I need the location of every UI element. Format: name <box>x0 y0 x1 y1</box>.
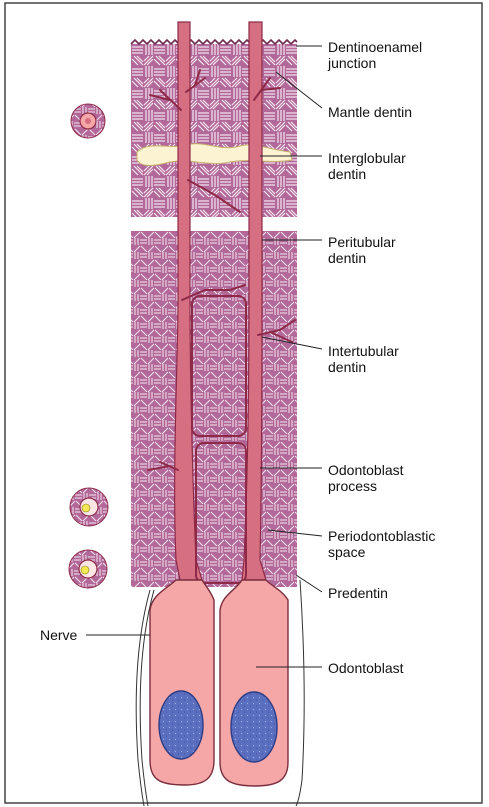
label-nerve: Nerve <box>40 627 77 643</box>
nucleus-left <box>159 691 203 759</box>
label-mantle-dentin: Mantle dentin <box>328 104 412 120</box>
label-odontoblast: Odontoblast <box>328 660 404 676</box>
lower-dentin-block <box>131 231 297 587</box>
label-odontoblast-process: Odontoblast process <box>328 462 404 494</box>
label-predentin: Predentin <box>328 585 388 601</box>
label-periodontoblastic-space: Periodontoblastic space <box>328 528 435 560</box>
nucleus-right <box>231 692 277 762</box>
label-interglobular-dentin: Interglobular dentin <box>328 150 406 182</box>
label-peritubular-dentin: Peritubular dentin <box>328 234 396 266</box>
label-intertubular-dentin: Intertubular dentin <box>328 343 399 375</box>
upper-dentin-block <box>131 40 297 217</box>
label-dentinoenamel-junction: Dentinoenamel junction <box>328 39 422 71</box>
